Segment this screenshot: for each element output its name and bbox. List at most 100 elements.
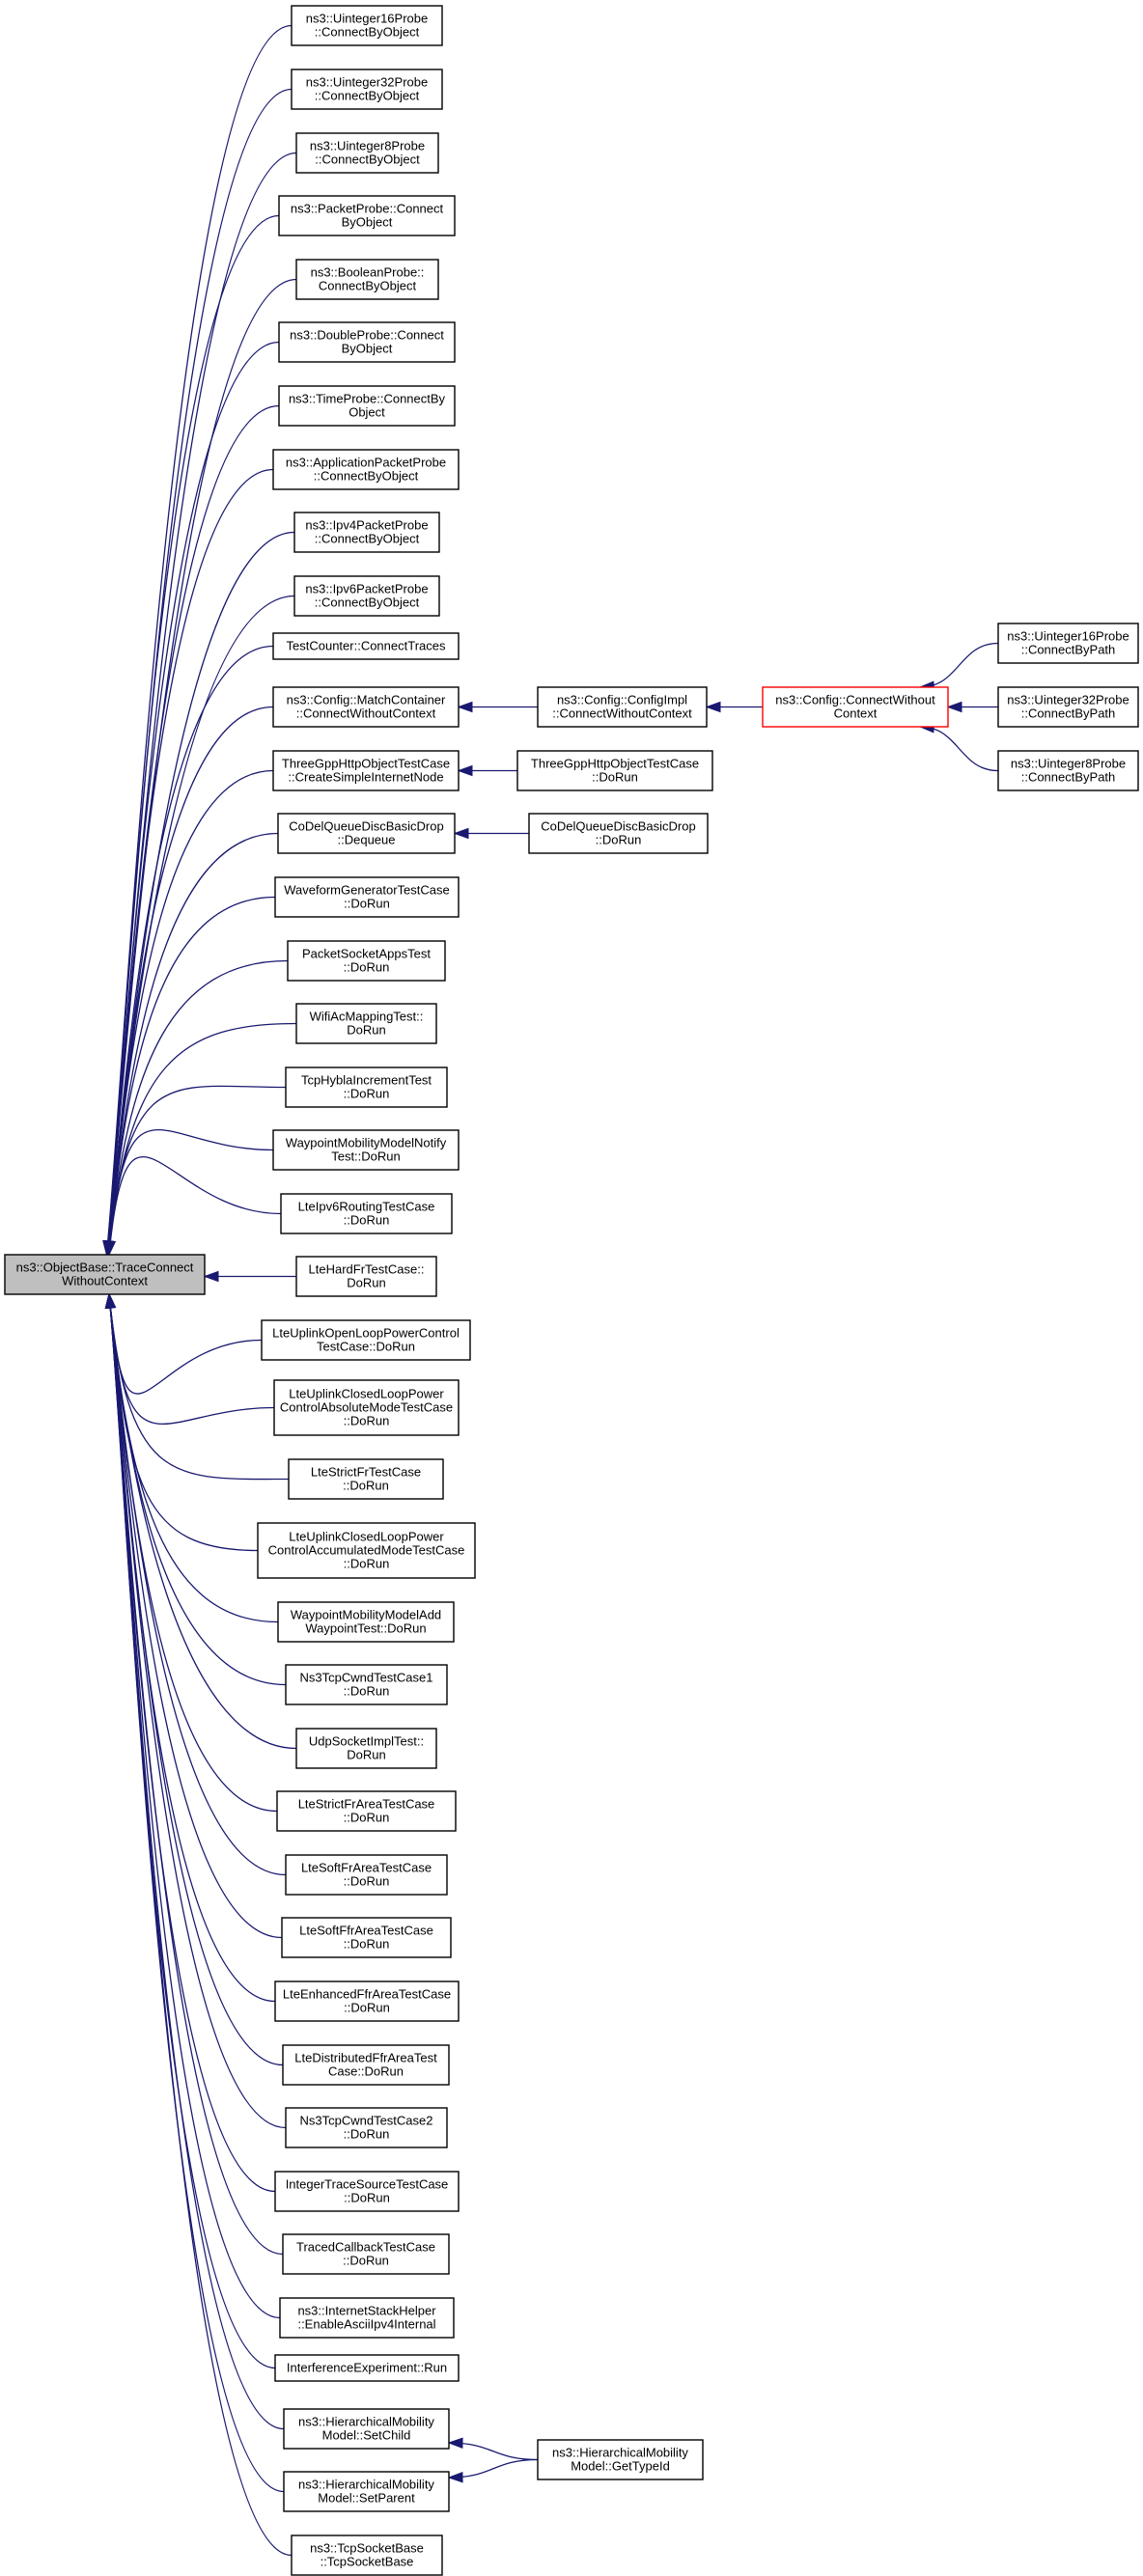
graph-node-ltehardfr[interactable]: LteHardFrTestCase::DoRun — [295, 1256, 437, 1297]
call-edge — [108, 1293, 293, 2557]
graph-node-uint8probe[interactable]: ns3::Uinteger8Probe::ConnectByObject — [295, 132, 439, 174]
graph-node-hiersetparent[interactable]: ns3::HierarchicalMobilityModel::SetParen… — [283, 2471, 450, 2512]
graph-node-threegppdorun[interactable]: ThreeGppHttpObjectTestCase::DoRun — [516, 750, 713, 791]
graph-node-udpsocket[interactable]: UdpSocketImplTest::DoRun — [295, 1728, 437, 1769]
graph-node-ltesoftfrarea[interactable]: LteSoftFrAreaTestCase::DoRun — [285, 1854, 448, 1896]
graph-node-root[interactable]: ns3::ObjectBase::TraceConnectWithoutCont… — [4, 1254, 206, 1295]
graph-node-lteenhancedffr[interactable]: LteEnhancedFfrAreaTestCase::DoRun — [274, 1980, 460, 2022]
graph-node-doubleprobe[interactable]: ns3::DoubleProbe::ConnectByObject — [278, 321, 456, 363]
arrow-head-icon — [453, 827, 469, 840]
node-box — [287, 940, 446, 982]
node-label: ::DoRun — [344, 1937, 390, 1952]
graph-node-tracedcallback[interactable]: TracedCallbackTestCase::DoRun — [282, 2233, 450, 2275]
graph-node-booleanprobe[interactable]: ns3::BooleanProbe::ConnectByObject — [295, 259, 439, 300]
node-box — [997, 750, 1139, 791]
node-label: LteSoftFrAreaTestCase — [301, 1861, 432, 1875]
graph-node-interference[interactable]: InterferenceExperiment::Run — [274, 2354, 460, 2382]
node-label: ns3::Uinteger16Probe — [306, 12, 428, 26]
node-label: ::DoRun — [344, 2127, 390, 2142]
node-label: CoDelQueueDiscBasicDrop — [289, 819, 443, 834]
graph-node-packetsocket[interactable]: PacketSocketAppsTest::DoRun — [287, 940, 446, 982]
graph-node-lteulclosedabs[interactable]: LteUplinkClosedLoopPowerControlAbsoluteM… — [273, 1379, 460, 1436]
arrow-head-icon — [457, 701, 473, 713]
node-box — [295, 259, 439, 300]
graph-node-codeldorun[interactable]: CoDelQueueDiscBasicDrop::DoRun — [528, 813, 709, 854]
graph-node-codeldequeue[interactable]: CoDelQueueDiscBasicDrop::Dequeue — [277, 813, 456, 854]
node-label: ns3::HierarchicalMobility — [298, 2415, 434, 2429]
node-label: ThreeGppHttpObjectTestCase — [282, 757, 450, 771]
graph-node-lteipv6[interactable]: LteIpv6RoutingTestCase::DoRun — [280, 1193, 453, 1234]
call-edge — [107, 769, 274, 1256]
node-box — [283, 2408, 450, 2450]
graph-node-timeprobe[interactable]: ns3::TimeProbe::ConnectByObject — [278, 385, 456, 427]
graph-node-waveform[interactable]: WaveformGeneratorTestCase::DoRun — [274, 876, 460, 918]
graph-node-uint32bypath[interactable]: ns3::Uinteger32Probe::ConnectByPath — [997, 686, 1139, 728]
node-box — [272, 686, 460, 728]
node-label: ::ConnectByPath — [1021, 770, 1116, 785]
node-box — [295, 132, 439, 174]
node-box — [274, 2171, 460, 2212]
node-label: ::ConnectByPath — [1021, 706, 1116, 721]
graph-node-ltesoftffrarea[interactable]: LteSoftFfrAreaTestCase::DoRun — [281, 1917, 452, 1958]
node-box — [274, 1980, 460, 2022]
call-edge — [108, 1156, 282, 1256]
node-box — [762, 686, 949, 728]
graph-node-internetstack[interactable]: ns3::InternetStackHelper::EnableAsciiIpv… — [279, 2297, 455, 2339]
node-label: Object — [348, 405, 385, 420]
graph-node-lteulopen[interactable]: LteUplinkOpenLoopPowerControlTestCase::D… — [261, 1319, 471, 1361]
graph-node-waypointadd[interactable]: WaypointMobilityModelAddWaypointTest::Do… — [277, 1601, 455, 1643]
node-label: ns3::TcpSocketBase — [310, 2541, 424, 2556]
node-label: ns3::Ipv4PacketProbe — [305, 518, 428, 533]
node-label: ns3::InternetStackHelper — [297, 2304, 436, 2318]
graph-node-uint8bypath[interactable]: ns3::Uinteger8Probe::ConnectByPath — [997, 750, 1139, 791]
node-label: ConnectByObject — [319, 279, 417, 293]
graph-node-ipv4packetprobe[interactable]: ns3::Ipv4PacketProbe::ConnectByObject — [293, 512, 440, 553]
graph-node-wifiac[interactable]: WifiAcMappingTest::DoRun — [295, 1003, 437, 1044]
graph-node-configconnect[interactable]: ns3::Config::ConnectWithoutContext — [762, 686, 949, 728]
node-box — [278, 385, 456, 427]
graph-node-uint16bypath[interactable]: ns3::Uinteger16Probe::ConnectByPath — [997, 623, 1139, 664]
node-box — [295, 1728, 437, 1769]
graph-node-integertrace[interactable]: IntegerTraceSourceTestCase::DoRun — [274, 2171, 460, 2212]
node-label: TcpHyblaIncrementTest — [301, 1073, 432, 1088]
graph-node-threegpp[interactable]: ThreeGppHttpObjectTestCase::CreateSimple… — [272, 750, 460, 791]
node-label: ::DoRun — [596, 833, 642, 847]
graph-node-hiergettypeid[interactable]: ns3::HierarchicalMobilityModel::GetTypeI… — [537, 2439, 704, 2480]
node-label: WifiAcMappingTest:: — [310, 1010, 424, 1024]
node-label: ::DoRun — [592, 770, 638, 785]
node-box — [278, 195, 456, 236]
edges-layer — [102, 24, 999, 2557]
node-label: ThreeGppHttpObjectTestCase — [531, 757, 699, 771]
graph-node-testcounter[interactable]: TestCounter::ConnectTraces — [272, 632, 460, 660]
arrow-head-icon — [447, 2437, 463, 2449]
graph-node-lteulclosedacc[interactable]: LteUplinkClosedLoopPowerControlAccumulat… — [257, 1522, 476, 1579]
node-box — [288, 1458, 444, 1500]
graph-node-tcpsocketbase[interactable]: ns3::TcpSocketBase::TcpSocketBase — [291, 2534, 443, 2576]
graph-node-ns3tcpcwnd1[interactable]: Ns3TcpCwndTestCase1::DoRun — [285, 1664, 448, 1705]
graph-node-apppacketprobe[interactable]: ns3::ApplicationPacketProbe::ConnectByOb… — [272, 449, 460, 490]
node-box — [285, 2107, 448, 2148]
graph-node-packetprobe[interactable]: ns3::PacketProbe::ConnectByObject — [278, 195, 456, 236]
node-label: ::ConnectWithoutContext — [552, 706, 692, 721]
graph-node-ltestrictfr[interactable]: LteStrictFrTestCase::DoRun — [288, 1458, 444, 1500]
graph-node-ipv6packetprobe[interactable]: ns3::Ipv6PacketProbe::ConnectByObject — [293, 575, 440, 617]
node-label: LteEnhancedFfrAreaTestCase — [283, 1987, 451, 2002]
node-box — [293, 512, 440, 553]
node-label: ns3::Uinteger8Probe — [1011, 757, 1126, 771]
node-label: ::Dequeue — [338, 833, 396, 847]
node-box — [295, 1256, 437, 1297]
graph-node-ltestrictfrarea[interactable]: LteStrictFrAreaTestCase::DoRun — [276, 1790, 457, 1832]
graph-node-uint16probe[interactable]: ns3::Uinteger16Probe::ConnectByObject — [291, 5, 443, 46]
graph-node-configimpl[interactable]: ns3::Config::ConfigImpl::ConnectWithoutC… — [537, 686, 708, 728]
graph-node-matchcontainer[interactable]: ns3::Config::MatchContainer::ConnectWith… — [272, 686, 460, 728]
node-label: ns3::Config::ConnectWithout — [775, 693, 935, 707]
graph-node-uint32probe[interactable]: ns3::Uinteger32Probe::ConnectByObject — [291, 69, 443, 110]
node-label: LteHardFrTestCase:: — [309, 1262, 425, 1277]
graph-node-tcphybla[interactable]: TcpHyblaIncrementTest::DoRun — [285, 1066, 448, 1108]
node-label: DoRun — [347, 1023, 385, 1038]
node-label: ::DoRun — [344, 1811, 390, 1825]
graph-node-ns3tcpcwnd2[interactable]: Ns3TcpCwndTestCase2::DoRun — [285, 2107, 448, 2148]
